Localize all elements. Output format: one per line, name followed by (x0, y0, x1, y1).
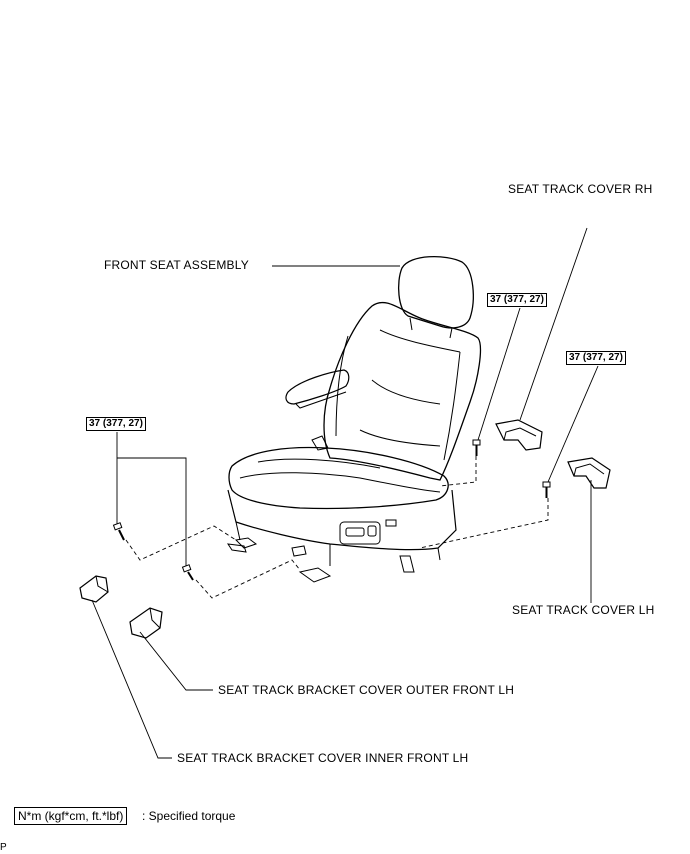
torque-spec-right-lower: 37 (377, 27) (566, 351, 626, 365)
front-seat-assembly-illustration (226, 255, 482, 583)
label-seat-track-cover-rh: SEAT TRACK COVER RH (508, 182, 653, 196)
label-seat-track-cover-lh: SEAT TRACK COVER LH (512, 603, 655, 617)
bolt-left-2 (181, 564, 194, 581)
figure-code: P (0, 842, 7, 853)
legend-torque-unit-box: N*m (kgf*cm, ft.*lbf) (14, 807, 128, 825)
bolt-right-upper (472, 439, 481, 456)
label-bracket-cover-inner: SEAT TRACK BRACKET COVER INNER FRONT LH (177, 751, 469, 765)
label-bracket-cover-outer: SEAT TRACK BRACKET COVER OUTER FRONT LH (218, 683, 515, 697)
seat-track-cover-lh-part (567, 457, 611, 489)
bracket-cover-inner-part (79, 575, 109, 603)
torque-spec-left: 37 (377, 27) (86, 417, 146, 431)
label-front-seat-assembly: FRONT SEAT ASSEMBLY (104, 258, 249, 272)
bolt-right-lower (542, 481, 551, 498)
dashed-lines (125, 456, 549, 599)
legend-description: : Specified torque (142, 809, 236, 823)
seat-track-cover-rh-part (495, 419, 543, 451)
leader-lines (91, 227, 599, 759)
bracket-cover-outer-part (129, 607, 163, 639)
bolt-left-1 (112, 522, 125, 541)
torque-spec-right-upper: 37 (377, 27) (487, 293, 547, 307)
